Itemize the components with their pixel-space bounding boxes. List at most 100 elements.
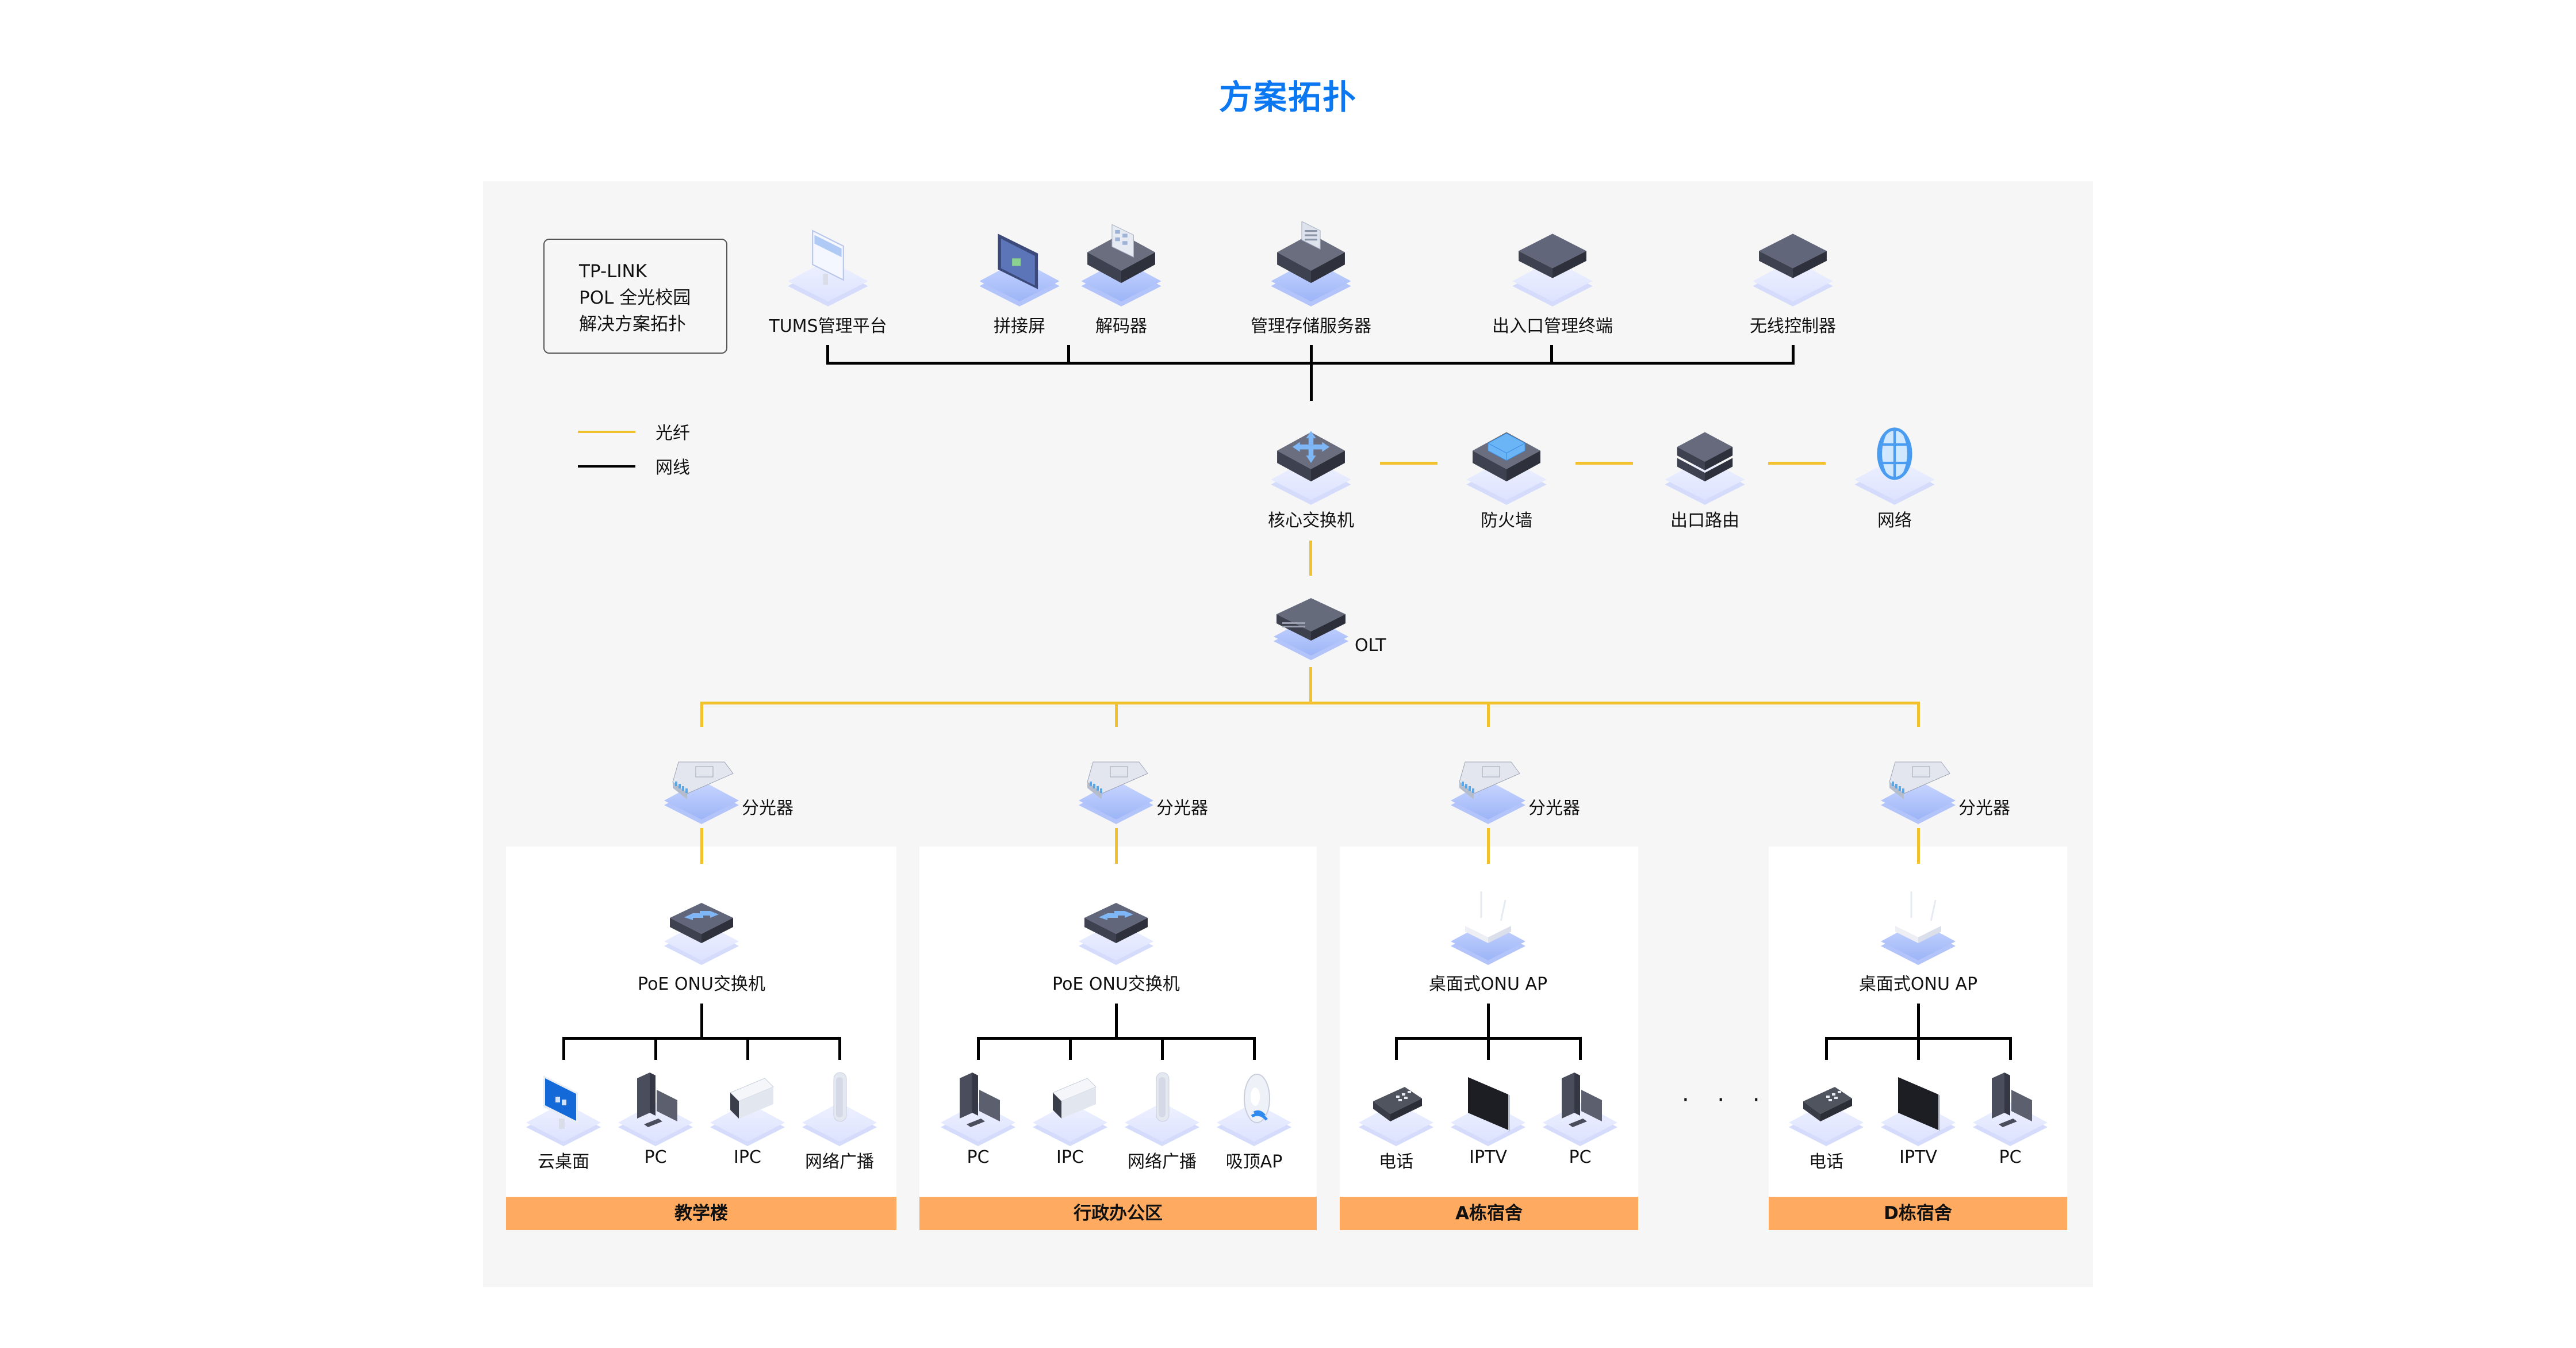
fiber-distribution-bus <box>700 702 1920 704</box>
fiber-core-to-olt <box>1309 541 1312 576</box>
camera-icon <box>707 1067 788 1147</box>
pc-icon <box>938 1067 1018 1147</box>
storage-server-icon <box>1268 221 1354 308</box>
management-device-label: 无线控制器 <box>1750 316 1836 336</box>
core-switch-icon <box>1268 420 1354 506</box>
poe-switch-icon <box>1076 886 1156 966</box>
olt-icon <box>1271 581 1351 661</box>
device-label: 网络广播 <box>805 1152 874 1172</box>
wire-drop-wlc <box>1792 345 1795 365</box>
splitter-icon <box>1878 745 1958 825</box>
management-device-label: 管理存储服务器 <box>1251 316 1371 336</box>
legend-fiber-swatch <box>578 431 635 433</box>
camera-icon <box>1030 1067 1110 1147</box>
device-label: 云桌面 <box>538 1152 589 1172</box>
wire-onu-down <box>1917 1004 1920 1039</box>
decoder-icon <box>1078 221 1164 308</box>
building-name-bar: 教学楼 <box>506 1197 896 1230</box>
wire-drop-device <box>977 1037 980 1060</box>
device-label: PC <box>967 1147 990 1167</box>
legend-ethernet-label: 网线 <box>656 458 690 478</box>
wire-drop-device <box>746 1037 749 1060</box>
fiber-splitter-to-onu <box>700 828 703 864</box>
device-label: IPTV <box>1899 1147 1937 1167</box>
phone-icon <box>1786 1067 1866 1147</box>
speaker-icon <box>1122 1067 1202 1147</box>
legend-ethernet-swatch <box>578 465 635 468</box>
desktop-onu-ap-icon <box>1878 886 1958 966</box>
device-label: PC <box>1999 1147 2022 1167</box>
management-device-label: 出入口管理终端 <box>1492 316 1613 336</box>
device-label: 电话 <box>1379 1152 1413 1172</box>
wire-drop-videowall <box>1067 345 1070 365</box>
wire-drop-device <box>654 1037 657 1060</box>
device-label: 吸顶AP <box>1225 1152 1283 1172</box>
device-label: IPTV <box>1469 1147 1507 1167</box>
management-device-label: 解码器 <box>1095 316 1147 336</box>
video-wall-icon <box>976 221 1063 308</box>
speaker-icon <box>799 1067 880 1147</box>
fiber-router-internet <box>1768 462 1826 465</box>
tv-icon <box>1448 1067 1528 1147</box>
wire-management-bus <box>826 362 1795 365</box>
wire-drop-device <box>1253 1037 1256 1060</box>
splitter-label: 分光器 <box>1958 798 2010 818</box>
splitter-icon <box>1076 745 1156 825</box>
wire-drop-device <box>1487 1037 1490 1060</box>
more-buildings-ellipsis: · · · <box>1682 1087 1770 1113</box>
wire-drop-device <box>1825 1037 1828 1060</box>
solution-title-line-3: 解决方案拓扑 <box>579 314 686 335</box>
wire-drop-device <box>1579 1037 1582 1060</box>
fiber-olt-down <box>1309 667 1312 704</box>
wire-onu-down <box>700 1004 703 1039</box>
core-device-label: 核心交换机 <box>1268 511 1354 531</box>
cloud-desktop-icon <box>523 1067 604 1147</box>
fiber-drop-building-1 <box>700 702 703 727</box>
splitter-label: 分光器 <box>1528 798 1580 818</box>
splitter-label: 分光器 <box>742 798 793 818</box>
building-name-bar: 行政办公区 <box>919 1197 1317 1230</box>
core-device-label: 防火墙 <box>1481 511 1532 531</box>
device-label: IPC <box>1056 1147 1084 1167</box>
splitter-icon <box>1448 745 1528 825</box>
tv-icon <box>1878 1067 1958 1147</box>
wire-drop-device <box>1917 1037 1920 1060</box>
fiber-splitter-to-onu <box>1487 828 1490 864</box>
device-label: PC <box>644 1147 667 1167</box>
splitter-label: 分光器 <box>1156 798 1208 818</box>
wire-drop-device <box>562 1037 565 1060</box>
pc-icon <box>615 1067 696 1147</box>
wire-storage-to-core <box>1310 345 1313 401</box>
management-device-label: TUMS管理平台 <box>769 316 887 336</box>
device-label: PC <box>1569 1147 1592 1167</box>
onu-label: PoE ONU交换机 <box>638 974 765 994</box>
wire-onu-down <box>1115 1004 1118 1039</box>
wire-drop-device <box>1395 1037 1398 1060</box>
desktop-onu-ap-icon <box>1448 886 1528 966</box>
building-name-bar: D栋宿舍 <box>1769 1197 2067 1230</box>
monitor-icon <box>785 221 871 308</box>
wire-onu-down <box>1487 1004 1490 1039</box>
wire-drop-device <box>838 1037 841 1060</box>
wire-device-bus <box>977 1037 1256 1040</box>
management-device-label: 拼接屏 <box>994 316 1045 336</box>
wire-device-bus <box>562 1037 841 1040</box>
page-title: 方案拓扑 <box>1218 78 1357 117</box>
fiber-splitter-to-onu <box>1917 828 1920 864</box>
gateway-terminal-icon <box>1509 221 1596 308</box>
core-device-label: 网络 <box>1877 511 1912 531</box>
olt-label: OLT <box>1355 635 1386 656</box>
splitter-icon <box>661 745 742 825</box>
wire-drop-device <box>1161 1037 1164 1060</box>
ceiling-ap-icon <box>1214 1067 1294 1147</box>
pc-icon <box>1540 1067 1620 1147</box>
solution-title-box: TP-LINK POL 全光校园 解决方案拓扑 <box>543 239 727 354</box>
phone-icon <box>1356 1067 1436 1147</box>
wire-drop-device <box>2009 1037 2012 1060</box>
onu-label: PoE ONU交换机 <box>1052 974 1180 994</box>
solution-title-line-2: POL 全光校园 <box>579 288 691 308</box>
device-label: IPC <box>734 1147 761 1167</box>
globe-icon <box>1851 420 1938 506</box>
core-device-label: 出口路由 <box>1670 511 1739 531</box>
solution-title-line-1: TP-LINK <box>579 261 647 282</box>
